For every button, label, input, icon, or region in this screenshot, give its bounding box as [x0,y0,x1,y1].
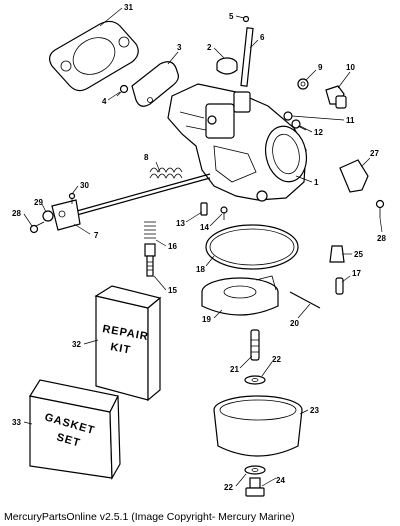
callout-5: 5 [229,12,234,21]
part-carburetor-body-1 [167,83,308,202]
callout-22-lower: 22 [224,483,233,492]
part-bolt-24 [245,477,265,497]
part-throttle-shaft-7 [51,173,211,231]
callout-33: 32 [72,340,81,349]
callout-27: 27 [370,149,379,158]
callout-13: 13 [176,219,185,228]
gasket-set-envelope-34: GASKET SET [29,379,121,481]
part-fitting-13 [200,202,208,216]
part-gasket-32 [49,20,139,92]
part-washer-22-lower [244,465,266,475]
callout-7: 7 [94,231,99,240]
callout-4: 4 [102,97,107,106]
part-screw-4 [116,84,129,97]
callout-6: 6 [260,33,265,42]
callout-15: 15 [168,286,177,295]
callout-25: 25 [354,250,363,259]
part-washer-30 [42,210,54,222]
part-washer-22-upper [244,375,266,385]
repair-kit-box-33: REPAIR KIT [94,285,162,402]
callout-labels: 31 3 4 5 6 2 9 10 11 12 1 8 30 29 28 7 1… [12,3,386,492]
part-pin-20 [289,291,321,309]
callout-16: 16 [168,242,177,251]
part-rod-6 [240,15,254,87]
callout-19: 19 [202,315,211,324]
callout-9: 9 [318,63,323,72]
part-screw-28 [375,199,385,218]
callout-22-upper: 22 [272,355,281,364]
callout-18: 18 [196,265,205,274]
callout-32: 31 [124,3,133,12]
part-spring-8 [149,167,183,179]
callout-34: 33 [12,418,21,427]
part-nut-9 [297,78,309,90]
callout-23: 23 [310,406,319,415]
part-fitting-10 [325,85,347,109]
part-jet-15 [144,243,156,277]
part-screw-11 [283,111,293,121]
callout-21: 21 [230,365,239,374]
part-cover-27 [339,159,369,193]
part-plug-25 [329,245,345,263]
callout-24: 24 [276,476,285,485]
part-needle-21 [250,329,260,361]
callout-3: 3 [177,43,182,52]
callout-29: 28 [12,209,21,218]
part-cap-2 [216,57,238,75]
callout-10: 10 [346,63,355,72]
callout-2: 2 [207,43,212,52]
leader-lines [23,7,383,487]
callout-17: 17 [352,269,361,278]
copyright-footer: MercuryPartsOnline v2.5.1 (Image Copyrig… [4,511,295,523]
part-screw-12 [291,119,307,131]
callout-28: 28 [377,234,386,243]
part-spring-16 [144,221,156,239]
part-screw-29 [29,221,45,234]
part-screw-14 [220,206,228,220]
callout-20: 20 [290,319,299,328]
repair-kit-label-line2: KIT [109,341,132,356]
part-float-19 [201,275,279,316]
part-fitting-17 [335,277,344,295]
part-float-bowl-23 [213,395,303,457]
part-oring-18 [205,224,299,270]
callout-30: 29 [34,198,43,207]
callout-11: 11 [346,116,355,125]
callout-8: 8 [144,153,149,162]
callout-31: 30 [80,181,89,190]
callout-12: 12 [314,128,323,137]
callout-1: 1 [314,178,319,187]
callout-14: 14 [200,223,209,232]
